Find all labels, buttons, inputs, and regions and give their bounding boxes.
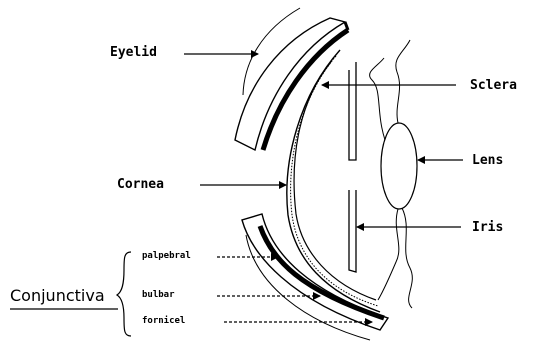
cornea-inner-line	[294, 62, 376, 300]
iris-upper-bar	[349, 62, 356, 160]
zonule-fibres-bottom	[378, 209, 399, 300]
sclera-dotted-layer	[291, 56, 378, 306]
label-palpebral: palpebral	[142, 252, 191, 261]
lens-shape	[381, 123, 417, 209]
label-sclera: Sclera	[470, 79, 517, 92]
label-iris: Iris	[472, 221, 503, 234]
label-bulbar: bulbar	[142, 291, 175, 300]
upper-eyelid-shape	[235, 18, 345, 150]
label-lens: Lens	[472, 154, 503, 167]
zonule-fibres-bottom-2	[402, 208, 412, 308]
iris-lower-bar	[349, 190, 356, 272]
zonule-fibres-top	[396, 40, 410, 123]
zonule-fibres-top-2	[370, 58, 385, 140]
conjunctiva-brace	[117, 252, 131, 336]
label-fornicel: fornicel	[142, 317, 185, 326]
label-eyelid: Eyelid	[110, 46, 157, 59]
label-cornea: Cornea	[117, 178, 164, 191]
label-conjunctiva: Conjunctiva	[10, 288, 105, 304]
